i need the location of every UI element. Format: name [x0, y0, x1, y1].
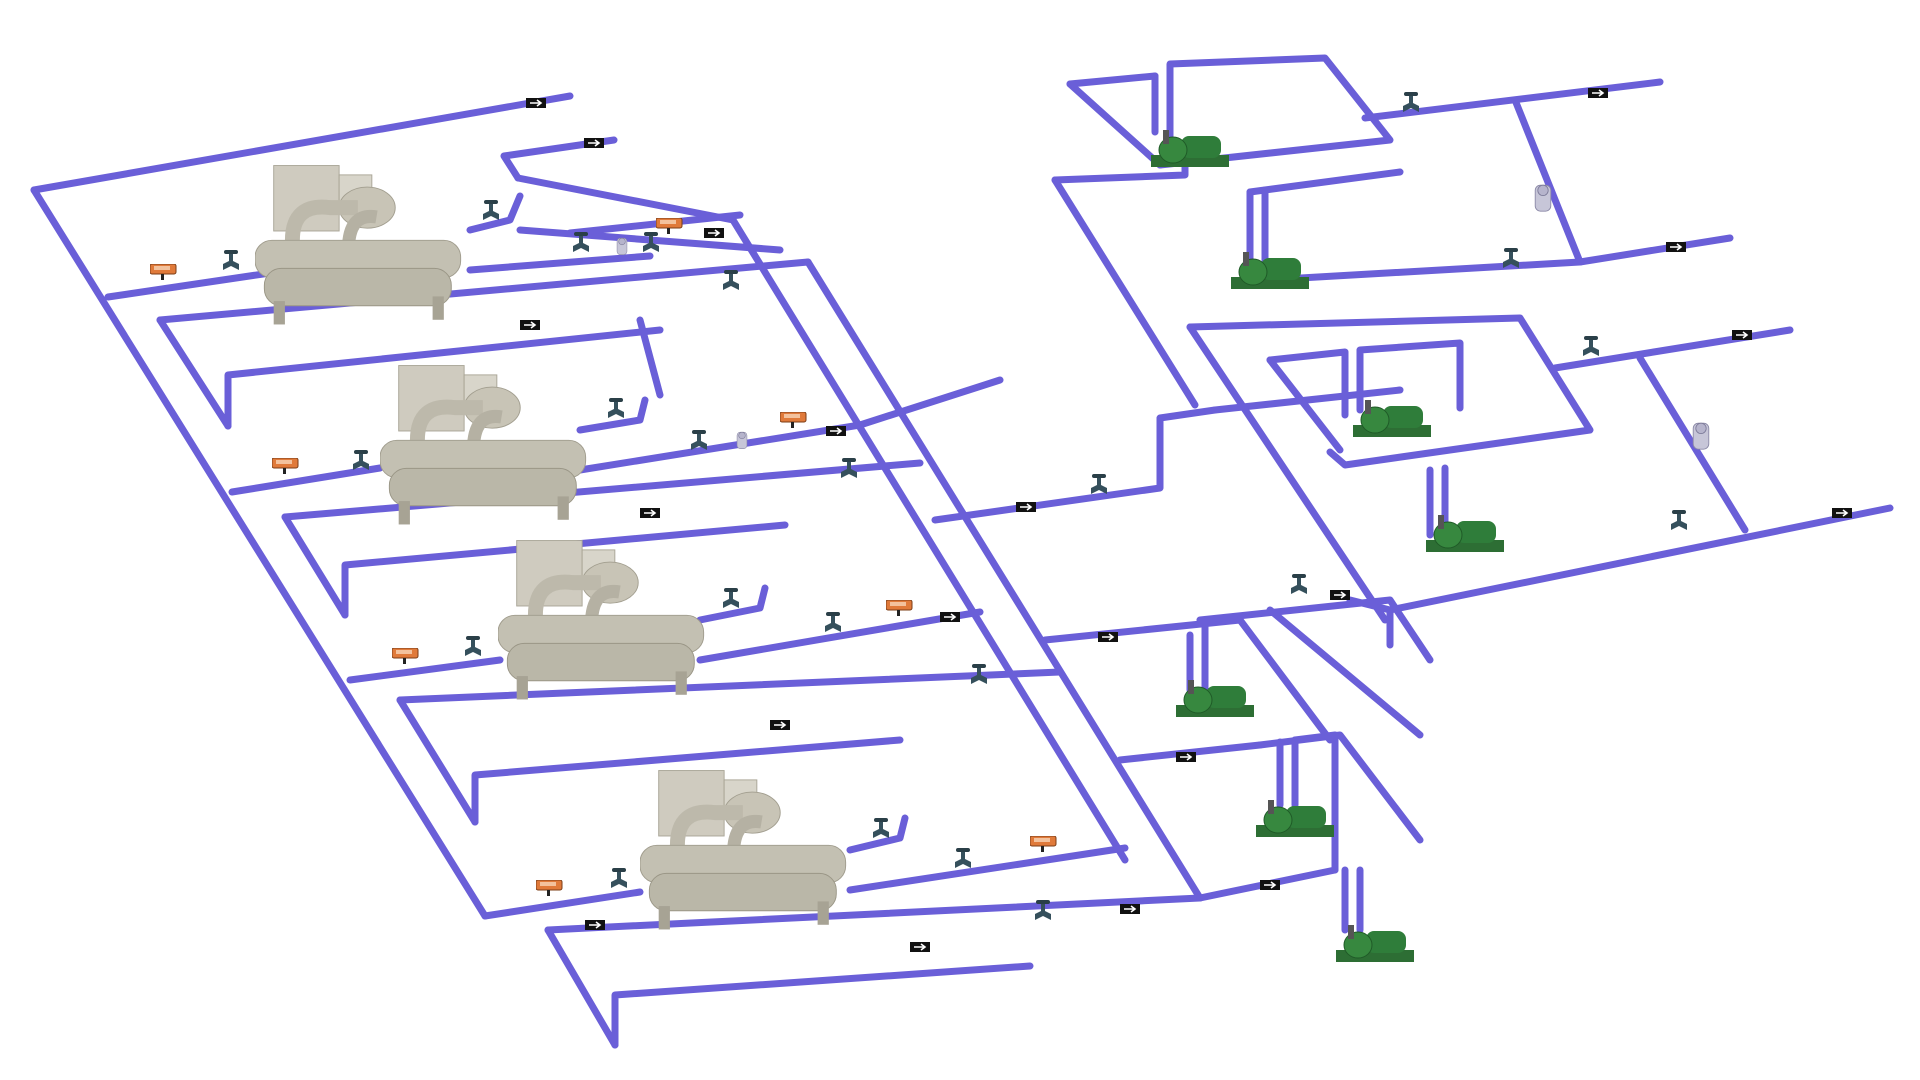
strainer-icon[interactable] — [1692, 422, 1710, 450]
temperature-sensor-icon[interactable] — [272, 458, 299, 474]
flow-arrow-icon — [1732, 330, 1752, 340]
left-header-pipes — [30, 92, 1204, 920]
strainer-icon[interactable] — [616, 237, 628, 256]
temperature-sensor-icon[interactable] — [1030, 836, 1057, 852]
chiller-4-piping — [481, 814, 1204, 1049]
flow-arrow-icon — [910, 942, 930, 952]
flow-arrow-icon — [640, 508, 660, 518]
strainer-icon[interactable] — [736, 431, 748, 450]
pump-icon[interactable] — [1425, 515, 1505, 553]
flow-arrow-icon — [1120, 904, 1140, 914]
temperature-sensor-icon[interactable] — [656, 218, 683, 234]
flow-arrow-icon — [520, 320, 540, 330]
main-header-pipes — [931, 386, 1404, 902]
valve-icon[interactable] — [1091, 474, 1107, 494]
temperature-sensor-icon[interactable] — [392, 648, 419, 664]
flow-arrow-icon — [1176, 752, 1196, 762]
flow-arrow-icon — [1016, 502, 1036, 512]
strainers — [616, 184, 1710, 450]
pump-icon[interactable] — [1150, 130, 1230, 168]
pump-icon[interactable] — [1230, 252, 1310, 290]
right-top-loop — [1051, 54, 1734, 409]
chiller-icon[interactable] — [255, 166, 461, 325]
valve-icon[interactable] — [723, 588, 739, 608]
valve-icon[interactable] — [611, 868, 627, 888]
valve-icon[interactable] — [825, 612, 841, 632]
temperature-sensor-icon[interactable] — [780, 412, 807, 428]
valve-icon[interactable] — [873, 818, 889, 838]
valve-icon[interactable] — [483, 200, 499, 220]
chiller-icon[interactable] — [498, 541, 704, 700]
flow-arrow-icon — [1832, 508, 1852, 518]
valve-icon[interactable] — [1035, 900, 1051, 920]
chiller-icon[interactable] — [640, 771, 846, 930]
chiller-2-piping — [228, 376, 1004, 619]
strainer-icon[interactable] — [1534, 184, 1552, 212]
chiller-1-piping — [104, 192, 744, 399]
temperature-sensor-icon[interactable] — [536, 880, 563, 896]
flow-arrow-icon — [526, 98, 546, 108]
flow-arrow-icon — [1330, 590, 1350, 600]
flow-arrow-icon — [704, 228, 724, 238]
flow-arrow-icon — [940, 612, 960, 622]
pumps — [1150, 130, 1505, 963]
right-middle-loop — [1186, 314, 1894, 649]
flow-arrow-icon — [584, 138, 604, 148]
pump-icon[interactable] — [1352, 400, 1432, 438]
flow-arrow-icon — [1098, 632, 1118, 642]
valve-icon[interactable] — [691, 430, 707, 450]
valve-icon[interactable] — [608, 398, 624, 418]
valve-icon[interactable] — [1291, 574, 1307, 594]
chiller-icon[interactable] — [380, 366, 586, 525]
valve-icon[interactable] — [723, 270, 739, 290]
valve-icon[interactable] — [223, 250, 239, 270]
valve-icon[interactable] — [955, 848, 971, 868]
temperature-sensor-icon[interactable] — [150, 264, 177, 280]
valve-icon[interactable] — [1671, 510, 1687, 530]
chillers — [255, 166, 846, 930]
flow-arrow-icon — [770, 720, 790, 730]
valve-icon[interactable] — [573, 232, 589, 252]
flow-arrow-icon — [1666, 242, 1686, 252]
flow-arrow-icon — [585, 920, 605, 930]
valve-icon[interactable] — [353, 450, 369, 470]
valve-icon[interactable] — [1583, 336, 1599, 356]
flow-arrow-icon — [826, 426, 846, 436]
temperature-sensor-icon[interactable] — [886, 600, 913, 616]
right-bottom-pumps — [1186, 596, 1434, 934]
flow-arrow-icon — [1588, 88, 1608, 98]
valve-icon[interactable] — [465, 636, 481, 656]
flow-arrow-icon — [1260, 880, 1280, 890]
chiller-3-piping — [346, 584, 1064, 826]
